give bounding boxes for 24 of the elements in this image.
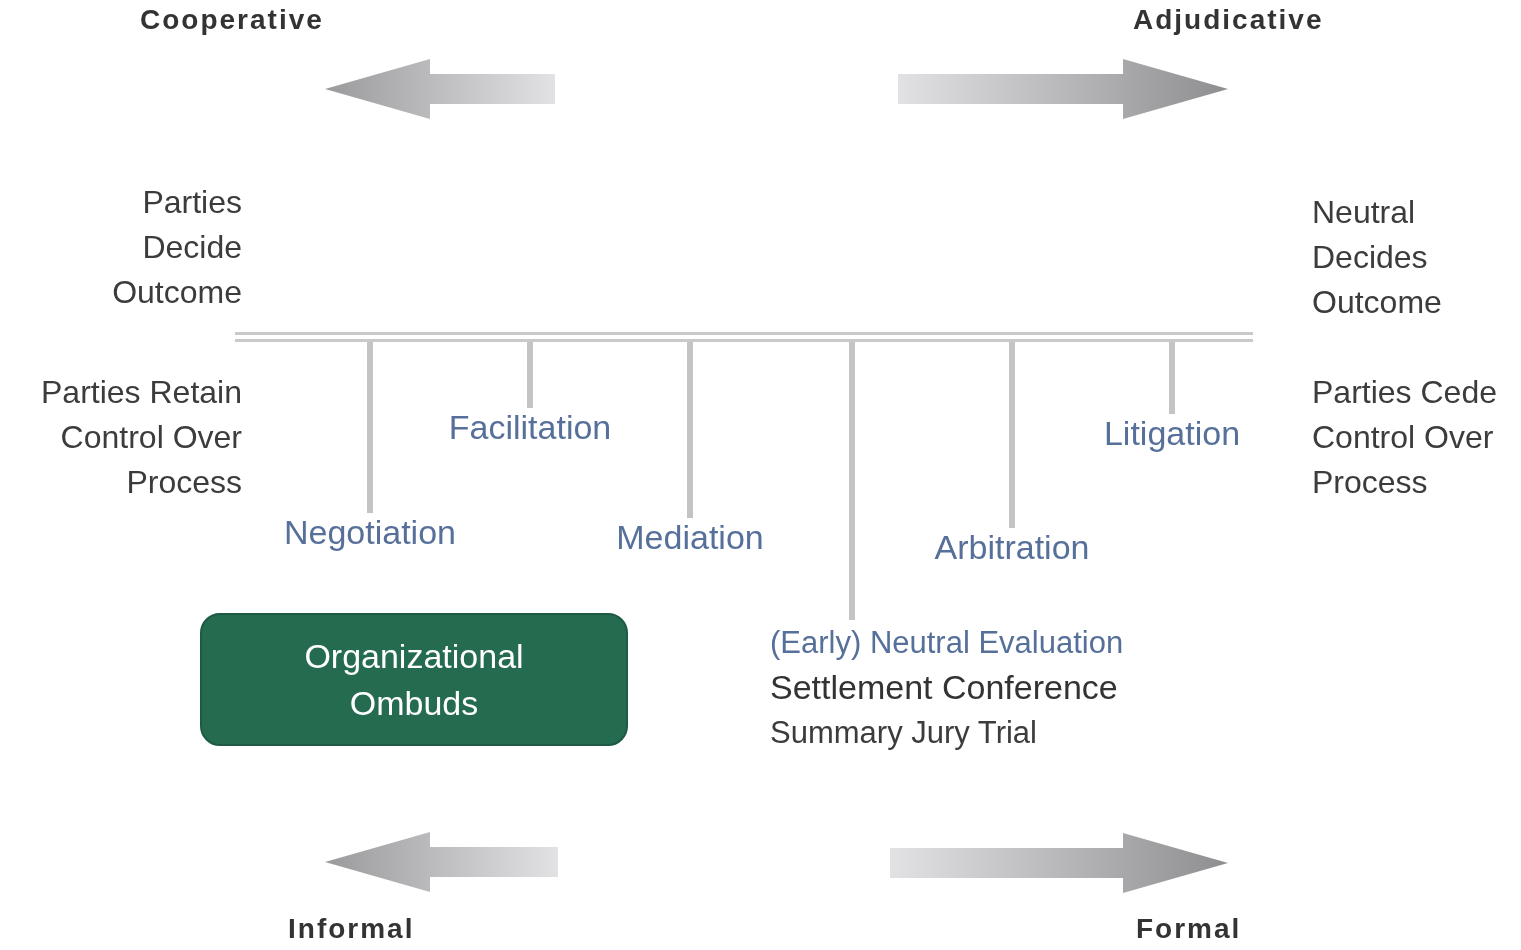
method-item: Settlement Conference (770, 667, 1118, 708)
method-label: (Early) Neutral Evaluation (770, 624, 1124, 662)
method-item: Summary Jury Trial (770, 714, 1037, 752)
leader-line (367, 342, 373, 513)
axis-heading: Informal (288, 913, 415, 945)
method-label: Negotiation (270, 513, 470, 557)
side-note: Neutral Decides Outcome (1312, 193, 1443, 322)
axis-heading: Cooperative (140, 4, 324, 36)
side-note: Parties Cede Control Over Process (1312, 373, 1498, 502)
method-label: Mediation (590, 518, 790, 562)
axis-heading: Adjudicative (1133, 4, 1324, 36)
spectrum-bar (235, 332, 1253, 342)
axis-heading: Formal (1136, 913, 1242, 945)
leader-line (1009, 342, 1015, 528)
leader-line (527, 342, 533, 408)
method-label: Facilitation (430, 408, 630, 452)
process-box: Organizational Ombuds (200, 613, 628, 746)
method-label: Arbitration (912, 528, 1112, 572)
leader-line (1169, 342, 1175, 414)
side-note: Parties Decide Outcome (111, 183, 242, 312)
method-label: Litigation (1082, 414, 1262, 458)
leader-line (687, 342, 693, 518)
side-note: Parties Retain Control Over Process (40, 373, 242, 502)
leader-line (849, 342, 855, 620)
